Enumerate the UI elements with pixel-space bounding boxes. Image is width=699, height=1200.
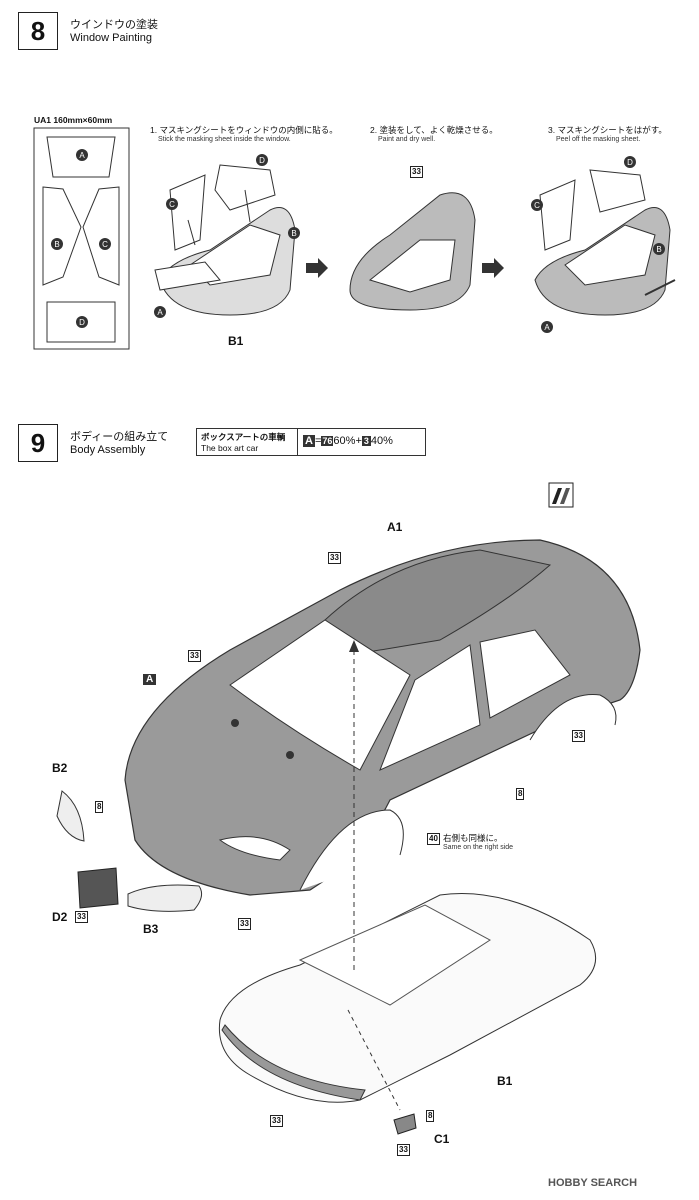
mix-color-76: 76 <box>321 436 334 446</box>
right-side-en: Same on the right side <box>443 844 514 851</box>
color-33-bumper: 33 <box>238 918 251 930</box>
color-8-front: 8 <box>95 801 104 813</box>
sheet-part-b: B <box>54 240 59 249</box>
car-body-diagram <box>124 539 641 896</box>
diagram3-part-b: B <box>656 245 661 254</box>
instruction-1-en: Stick the masking sheet inside the windo… <box>158 136 291 143</box>
sheet-part-c: C <box>102 240 108 249</box>
diagram3-part-d: D <box>627 158 633 167</box>
assembly-guide-arrow <box>347 640 401 1111</box>
instruction-1-jp: 1. マスキングシートをウィンドウの内側に貼る。 <box>150 125 338 135</box>
arrow-right-icon-2 <box>482 258 504 278</box>
sheet-part-a: A <box>79 151 85 160</box>
mix-color-3: 3 <box>361 436 371 446</box>
part-b1-label: B1 <box>497 1074 513 1088</box>
color-33-b1: 33 <box>270 1115 283 1127</box>
diagram1-part-b: B <box>291 229 296 238</box>
color-8-side: 8 <box>516 788 525 800</box>
mix-pct-2: 40% <box>370 435 393 447</box>
part-b1-step8: B1 <box>228 334 244 348</box>
license-plate-shape <box>77 867 119 909</box>
color-33-c1: 33 <box>397 1144 410 1156</box>
brand-logo-icon <box>548 482 574 508</box>
peel-off-diagram: D C B A <box>531 156 676 333</box>
arrow-right-icon <box>306 258 328 278</box>
part-b2-label: B2 <box>52 761 68 775</box>
mix-part-a: A <box>303 435 315 447</box>
step-8-title-jp: ウインドウの塗装 <box>70 19 158 31</box>
color-33-step8: 33 <box>410 166 423 178</box>
color-33-roof: 33 <box>328 552 341 564</box>
instruction-3-en: Peel off the masking sheet. <box>556 136 641 143</box>
instruction-2-en: Paint and dry well. <box>378 136 436 143</box>
part-b1-window-shape <box>218 892 597 1103</box>
sheet-part-d: D <box>79 318 85 327</box>
watermark: HOBBY SEARCH <box>548 1177 638 1189</box>
part-a1-label: A1 <box>387 520 403 534</box>
masking-sheet: A B C D <box>33 127 130 350</box>
diagram3-part-c: C <box>534 201 540 210</box>
instruction-2-jp: 2. 塗装をして、よく乾燥させる。 <box>370 125 498 135</box>
step-9-title-en: Body Assembly <box>70 444 146 456</box>
part-a-label: A <box>143 674 157 685</box>
step-8-title-en: Window Painting <box>70 32 152 44</box>
part-b3-label: B3 <box>143 922 159 936</box>
painted-window-diagram <box>349 192 476 311</box>
box-art-en: The box art car <box>201 443 259 453</box>
diagram1-part-d: D <box>259 156 265 165</box>
color-8-c1: 8 <box>426 1110 435 1122</box>
mix-plus: + <box>355 435 362 447</box>
step-9-title-jp: ボディーの組み立て <box>70 431 169 443</box>
step-9-number: 9 <box>18 424 58 462</box>
color-33-hood: 33 <box>188 650 201 662</box>
right-side-jp: 右側も同様に。 <box>443 833 503 843</box>
part-c1-shape <box>393 1113 417 1135</box>
diagram1-part-a: A <box>157 308 163 317</box>
diagram3-part-a: A <box>544 323 550 332</box>
part-b3-shape <box>127 884 203 912</box>
part-c1-label: C1 <box>434 1132 450 1146</box>
step-8-number: 8 <box>18 12 58 50</box>
color-33-d2: 33 <box>75 911 88 923</box>
diagram1-part-c: C <box>169 200 175 209</box>
box-art-jp: ボックスアートの車輌 <box>201 432 286 442</box>
part-d2-label: D2 <box>52 910 68 924</box>
color-40: 40 <box>427 833 440 845</box>
window-masking-diagram: D C B A <box>154 154 300 318</box>
part-b2-shape <box>56 790 85 842</box>
color-33-side: 33 <box>572 730 585 742</box>
instruction-3-jp: 3. マスキングシートをはがす。 <box>548 125 667 135</box>
masking-sheet-label: UA1 160mm×60mm <box>34 115 113 125</box>
mix-pct-1: 60% <box>333 435 356 447</box>
